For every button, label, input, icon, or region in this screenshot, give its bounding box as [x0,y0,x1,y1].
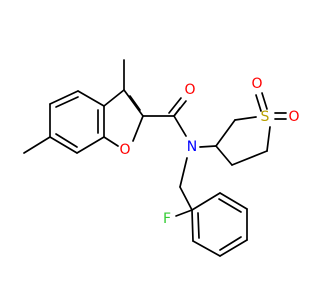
bond [49,90,79,105]
bond [218,198,242,213]
bond [168,97,182,114]
bond [219,239,248,257]
bond [215,119,236,147]
sulfone-oxygen-top-label: O [251,76,262,92]
bond [55,133,78,148]
methyl-bond [23,136,51,154]
bond [199,145,217,148]
fluorine-label: F [163,211,171,227]
fluorophenyl-ring [191,192,248,257]
bond [261,92,268,110]
bond [219,192,248,210]
furan-oxygen-label: O [119,142,130,158]
chemical-structure-diagram: O O N S O O F [23,59,300,257]
bond [191,192,221,211]
bond [103,136,119,147]
bond [197,212,200,239]
tetrahydrothiophene-dioxide-ring [199,92,287,166]
bond [192,240,221,257]
bond [49,136,78,154]
amide-group [142,97,187,137]
structure-canvas: O O N S O O F [23,59,300,257]
benzofuran-benzene-ring [49,90,105,154]
bond [173,115,187,137]
bond [55,96,79,108]
bond [266,126,271,152]
carbonyl-oxygen-label: O [184,82,195,98]
bond [76,136,105,154]
bond [231,150,268,166]
bond [77,90,105,107]
amide-nitrogen-label: N [187,139,197,155]
bond [132,115,144,142]
bond [179,186,193,211]
bond [215,145,233,166]
bond [255,94,262,112]
sulfone-sulfur-label: S [261,109,270,125]
bond [234,116,257,121]
bond [219,236,242,251]
sulfone-oxygen-right-label: O [288,109,299,125]
bond [103,89,125,107]
bond [179,157,188,188]
bond [173,100,187,117]
bond [191,209,194,242]
bond [123,89,144,117]
atom-labels: O O N S O O F [119,76,299,227]
furan-ring [103,89,144,147]
bond [129,95,141,111]
bond [175,209,193,217]
